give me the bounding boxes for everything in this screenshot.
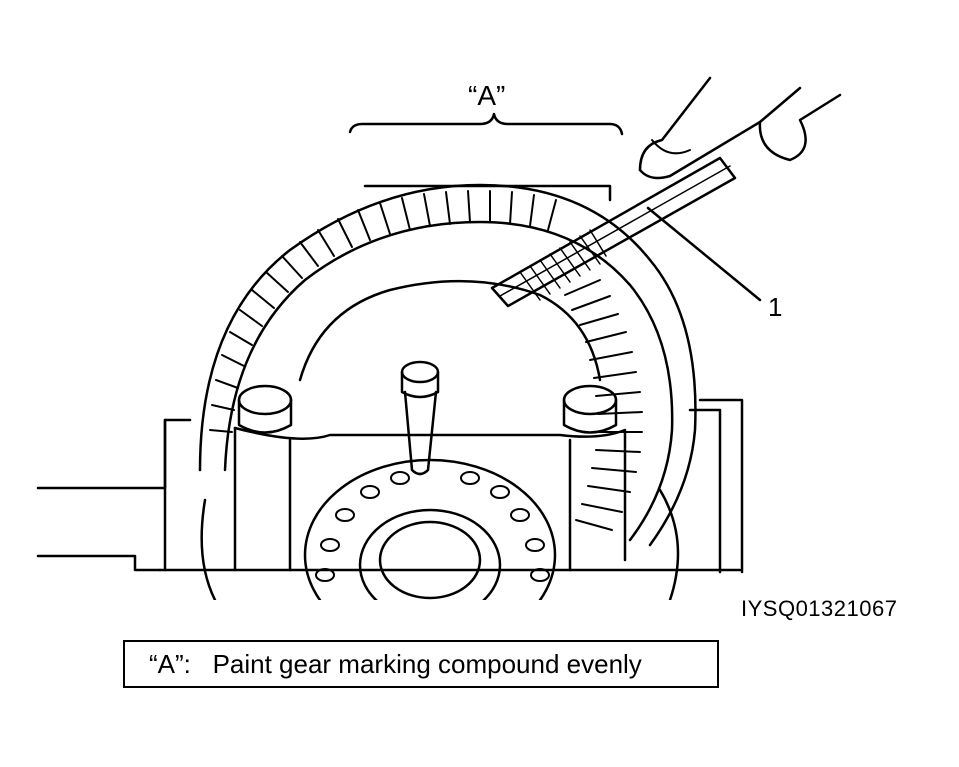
callout-1-leader [646, 206, 762, 302]
differential-carrier [200, 360, 680, 600]
hand [638, 76, 842, 180]
caption-box: “A”: Paint gear marking compound evenly [123, 640, 719, 688]
paint-brush [490, 156, 737, 308]
region-a-bracket [348, 112, 624, 136]
caption-text: Paint gear marking compound evenly [212, 648, 642, 679]
ring-gear [198, 183, 697, 547]
gear-marking-illustration [36, 76, 842, 600]
caption-key: “A”: [149, 648, 191, 679]
region-a-label: “A” [468, 80, 506, 111]
figure-code: IYSQ01321067 [741, 596, 898, 621]
part-callout-1: 1 [768, 292, 783, 322]
